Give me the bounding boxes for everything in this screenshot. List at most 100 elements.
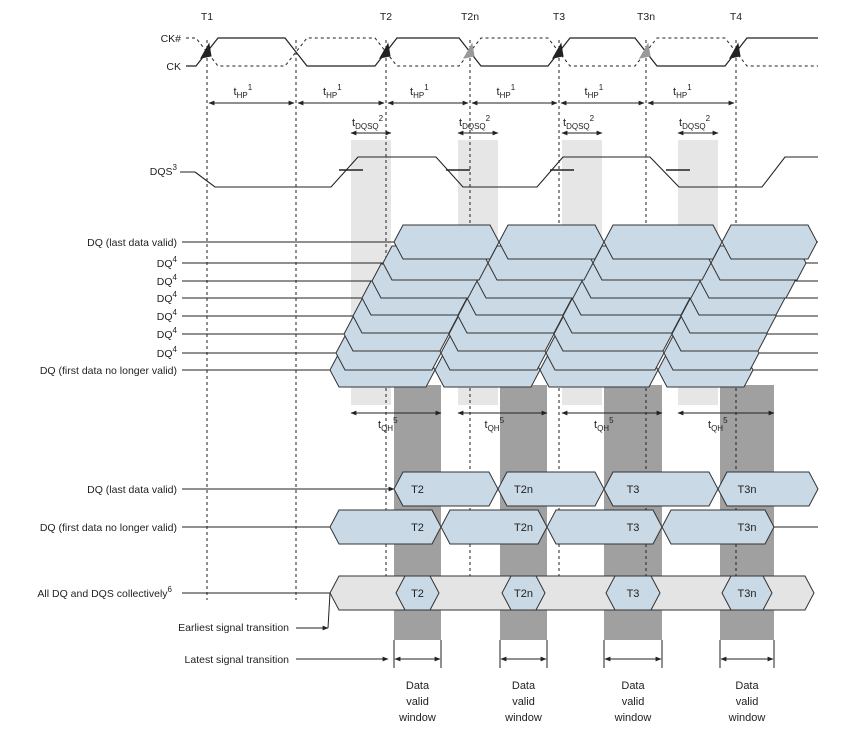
dq-row-label-6-text: DQ bbox=[157, 348, 173, 360]
thp-label-0: tHP1 bbox=[234, 83, 253, 100]
tdqsq-label-0: tDQSQ2 bbox=[352, 114, 384, 131]
thp-label-2-sub: HP bbox=[413, 91, 424, 100]
timing-shading-layer bbox=[351, 140, 774, 640]
summary-row3-eye-0 bbox=[395, 575, 440, 611]
thp-label-3-sub: HP bbox=[500, 91, 511, 100]
tqh-label-0-base: t bbox=[378, 419, 381, 431]
summary-row3-beat-1: T2n bbox=[514, 588, 533, 600]
summary-row3-beat-2: T3 bbox=[627, 588, 640, 600]
thp-label-5: tHP1 bbox=[673, 83, 692, 100]
dq-row-label-4-text: DQ bbox=[157, 311, 173, 323]
tqh-label-3-base: t bbox=[708, 419, 711, 431]
dq-row-label-0: DQ (last data valid) bbox=[87, 237, 177, 249]
dq-eye-r0-T2n bbox=[498, 224, 605, 260]
tdqsq-label-0-base: t bbox=[352, 117, 355, 129]
thp-label-5-sup: 1 bbox=[687, 83, 692, 92]
summary-row3-beat-0: T2 bbox=[411, 588, 424, 600]
dqs-waveform bbox=[180, 130, 818, 188]
window-label-line1-3: Data bbox=[735, 680, 759, 692]
summary-row3-label-text: All DQ and DQS collectively bbox=[37, 588, 168, 600]
summary-row3-eye-2 bbox=[605, 575, 661, 611]
tdqsq-label-1: tDQSQ2 bbox=[459, 114, 491, 131]
dq-row-label-6-sup: 4 bbox=[173, 345, 178, 354]
ck-label: CK bbox=[166, 61, 181, 73]
tdqsq-label-3-sup: 2 bbox=[706, 114, 711, 123]
clock-edge-label-0: T1 bbox=[201, 11, 213, 23]
dqs-waveform-line bbox=[194, 156, 818, 188]
thp-label-0-sub: HP bbox=[237, 91, 248, 100]
ck-hash-label: CK# bbox=[161, 33, 182, 45]
tqh-label-3-sup: 5 bbox=[723, 416, 728, 425]
window-label-line2-1: valid bbox=[512, 696, 535, 708]
thp-label-3: tHP1 bbox=[497, 83, 516, 100]
dq-row-label-5-sup: 4 bbox=[173, 326, 178, 335]
clock-edge-arrow-5 bbox=[729, 42, 741, 59]
tdqsq-label-3-base: t bbox=[679, 117, 682, 129]
summary-row1-beat-1: T2n bbox=[514, 484, 533, 496]
latest-transition-label: Latest signal transition bbox=[185, 654, 290, 666]
clock-edge-label-5: T4 bbox=[730, 11, 742, 23]
summary-row3-label-sup: 6 bbox=[168, 585, 173, 594]
thp-label-2-base: t bbox=[410, 86, 413, 98]
dq-row-label-1-sup: 4 bbox=[173, 255, 178, 264]
earliest-transition-label: Earliest signal transition bbox=[178, 622, 289, 634]
summary-row2-eye-0 bbox=[329, 509, 442, 545]
tqh-label-1: tQH5 bbox=[485, 416, 505, 433]
tqh-label-1-sub: QH bbox=[488, 424, 500, 433]
clock-edge-label-4: T3n bbox=[637, 11, 655, 23]
thp-label-0-base: t bbox=[234, 86, 237, 98]
tdqsq-label-0-sub: DQSQ bbox=[355, 122, 379, 131]
summary-row1-eye-0 bbox=[393, 471, 499, 507]
thp-label-3-base: t bbox=[497, 86, 500, 98]
tqh-label-0: tQH5 bbox=[378, 416, 398, 433]
ck-hash-waveform bbox=[186, 37, 818, 67]
dq-row-label-3: DQ4 bbox=[157, 290, 178, 305]
thp-label-5-base: t bbox=[673, 86, 676, 98]
thp-label-2: tHP1 bbox=[410, 83, 429, 100]
tqh-label-1-sup: 5 bbox=[500, 416, 505, 425]
thp-label-1-base: t bbox=[323, 86, 326, 98]
summary-row1-label: DQ (last data valid) bbox=[87, 484, 177, 496]
tdqsq-label-2-base: t bbox=[563, 117, 566, 129]
dq-row-label-5: DQ4 bbox=[157, 326, 178, 341]
dq-eye-r0-T2 bbox=[393, 224, 500, 260]
dq-row-label-7: DQ (first data no longer valid) bbox=[40, 365, 177, 377]
tqh-label-0-sub: QH bbox=[381, 424, 393, 433]
summary-row3-eye-3 bbox=[721, 575, 773, 611]
window-label-line3-2: window bbox=[614, 712, 652, 724]
earliest-pointer bbox=[327, 592, 331, 629]
tqh-label-1-base: t bbox=[485, 419, 488, 431]
tdqsq-label-1-sub: DQSQ bbox=[462, 122, 486, 131]
window-label-line2-2: valid bbox=[622, 696, 645, 708]
dq-row-label-4-sup: 4 bbox=[173, 308, 178, 317]
clock-edge-arrow-3 bbox=[552, 42, 564, 59]
summary-row2-beat-0: T2 bbox=[411, 522, 424, 534]
tqh-label-2-sup: 5 bbox=[609, 416, 614, 425]
thp-label-3-sup: 1 bbox=[511, 83, 516, 92]
thp-label-4-base: t bbox=[585, 86, 588, 98]
dq-row-label-2: DQ4 bbox=[157, 273, 178, 288]
dq-row-label-2-text: DQ bbox=[157, 276, 173, 288]
window-label-line2-0: valid bbox=[406, 696, 429, 708]
summary-row3-label: All DQ and DQS collectively6 bbox=[37, 585, 172, 600]
tdqsq-label-2-sup: 2 bbox=[590, 114, 595, 123]
clock-edge-arrow-1 bbox=[379, 42, 391, 59]
summary-row2-label: DQ (first data no longer valid) bbox=[40, 522, 177, 534]
ck-waveform bbox=[186, 37, 818, 67]
thp-label-0-sup: 1 bbox=[248, 83, 253, 92]
tqh-label-2-sub: QH bbox=[597, 424, 609, 433]
summary-row1-beat-2: T3 bbox=[627, 484, 640, 496]
dq-row-label-1: DQ4 bbox=[157, 255, 178, 270]
window-label-line3-0: window bbox=[398, 712, 436, 724]
window-label-line1-2: Data bbox=[621, 680, 645, 692]
tqh-label-3: tQH5 bbox=[708, 416, 728, 433]
summary-row1-eye-3 bbox=[717, 471, 819, 507]
window-label-line2-3: valid bbox=[736, 696, 759, 708]
summary-row3-beat-3: T3n bbox=[738, 588, 757, 600]
dq-eye-r0-T3n bbox=[721, 224, 818, 260]
tqh-label-2: tQH5 bbox=[594, 416, 614, 433]
summary-row3-envelope bbox=[329, 575, 815, 611]
dq-waveforms bbox=[182, 224, 818, 416]
